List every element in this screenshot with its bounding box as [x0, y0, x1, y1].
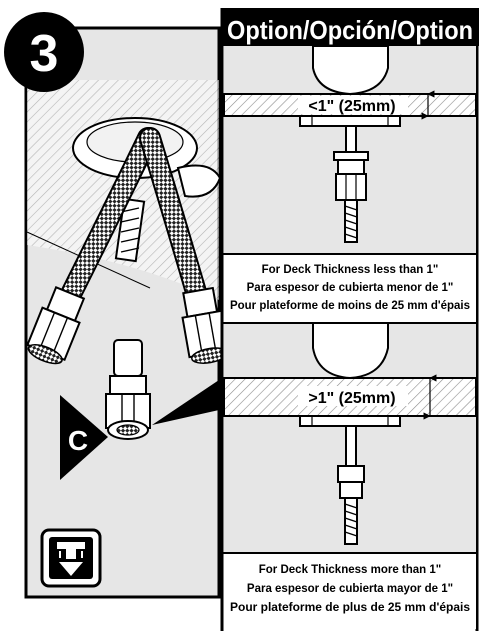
option-header: Option/Opción/Option [222, 8, 479, 46]
tighten-connection-icon [40, 528, 102, 588]
thin-deck-caption: For Deck Thickness less than 1" Para esp… [222, 253, 477, 322]
thick-deck-caption: For Deck Thickness more than 1" Para esp… [222, 552, 477, 629]
thick-caption-line-3: Pour plateforme de plus de 25 mm d'épais [230, 602, 470, 614]
step-number-badge: 3 [4, 12, 84, 92]
thick-deck-panel: >1" (25mm) [222, 322, 477, 553]
supply-valve-fitting [105, 339, 151, 440]
faucet-hose-assembly [26, 117, 231, 365]
step-number: 3 [30, 25, 59, 83]
option-header-title: Option/Opción/Option [227, 15, 473, 45]
thin-caption-line-1: For Deck Thickness less than 1" [262, 264, 439, 276]
callout-letter: C [68, 425, 88, 456]
thin-caption-line-3: Pour plateforme de moins de 25 mm d'épai… [230, 300, 470, 312]
thin-deck-panel: <1" (25mm) [223, 45, 477, 254]
thick-caption-line-1: For Deck Thickness more than 1" [259, 564, 441, 576]
thick-caption-line-2: Para espesor de cubierta mayor de 1" [247, 583, 453, 595]
thin-caption-line-2: Para espesor de cubierta menor de 1" [247, 282, 454, 294]
callout-c: C [60, 380, 219, 480]
thick-deck-measurement: >1" (25mm) [308, 390, 395, 407]
thin-deck-measurement: <1" (25mm) [308, 98, 395, 115]
